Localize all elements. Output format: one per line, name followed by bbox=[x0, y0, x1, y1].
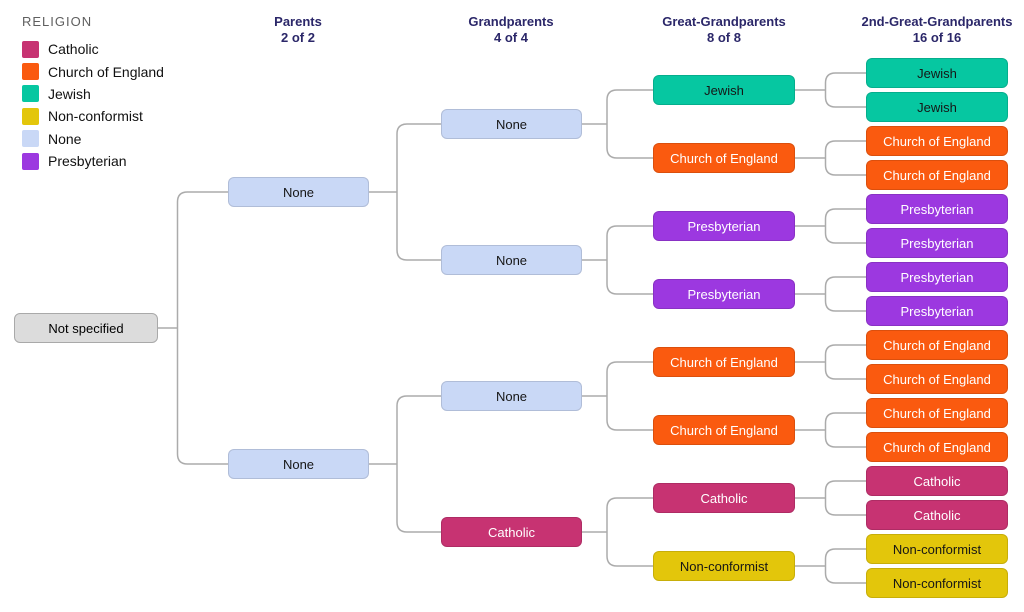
node-grandparents-4[interactable]: Catholic bbox=[441, 517, 582, 547]
legend-swatch bbox=[22, 85, 39, 103]
column-header-2nd-great-grandparents: 2nd-Great-Grandparents 16 of 16 bbox=[862, 14, 1013, 46]
connector-line bbox=[824, 72, 866, 108]
legend-item-none[interactable]: None bbox=[22, 128, 164, 150]
connector-line bbox=[824, 412, 866, 448]
legend-item-jewish[interactable]: Jewish bbox=[22, 83, 164, 105]
node-great-grandparents-6[interactable]: Church of England bbox=[653, 415, 795, 445]
connector-line bbox=[824, 276, 866, 312]
node-great-grandparents-8[interactable]: Non-conformist bbox=[653, 551, 795, 581]
node-second-great-grandparents-5[interactable]: Presbyterian bbox=[866, 194, 1008, 224]
column-title: 2nd-Great-Grandparents bbox=[861, 14, 1013, 29]
node-grandparents-2[interactable]: None bbox=[441, 245, 582, 275]
column-header-parents: Parents 2 of 2 bbox=[274, 14, 322, 46]
node-parents-1[interactable]: None bbox=[228, 177, 369, 207]
node-great-grandparents-4[interactable]: Presbyterian bbox=[653, 279, 795, 309]
connector-line bbox=[396, 395, 441, 533]
legend-swatch bbox=[22, 107, 39, 125]
node-second-great-grandparents-15[interactable]: Non-conformist bbox=[866, 534, 1008, 564]
node-second-great-grandparents-6[interactable]: Presbyterian bbox=[866, 228, 1008, 258]
column-title: Grandparents bbox=[468, 14, 554, 29]
connector-line bbox=[396, 123, 441, 261]
node-second-great-grandparents-1[interactable]: Jewish bbox=[866, 58, 1008, 88]
legend-label: Church of England bbox=[48, 63, 164, 80]
node-second-great-grandparents-11[interactable]: Church of England bbox=[866, 398, 1008, 428]
node-parents-2[interactable]: None bbox=[228, 449, 369, 479]
connector-line bbox=[606, 361, 653, 431]
node-root[interactable]: Not specified bbox=[14, 313, 158, 343]
connector-line bbox=[824, 480, 866, 516]
column-subtitle: 8 of 8 bbox=[707, 30, 741, 45]
node-great-grandparents-1[interactable]: Jewish bbox=[653, 75, 795, 105]
node-second-great-grandparents-4[interactable]: Church of England bbox=[866, 160, 1008, 190]
node-second-great-grandparents-16[interactable]: Non-conformist bbox=[866, 568, 1008, 598]
node-second-great-grandparents-13[interactable]: Catholic bbox=[866, 466, 1008, 496]
column-subtitle: 4 of 4 bbox=[494, 30, 528, 45]
legend-item-church-of-england[interactable]: Church of England bbox=[22, 60, 164, 82]
node-grandparents-3[interactable]: None bbox=[441, 381, 582, 411]
connector-line bbox=[824, 208, 866, 244]
connector-line bbox=[606, 225, 653, 295]
legend-label: Presbyterian bbox=[48, 153, 127, 170]
connector-line bbox=[824, 140, 866, 176]
connector-line bbox=[606, 497, 653, 567]
column-header-great-grandparents: Great-Grandparents 8 of 8 bbox=[662, 14, 786, 46]
legend-swatch bbox=[22, 63, 39, 81]
node-second-great-grandparents-7[interactable]: Presbyterian bbox=[866, 262, 1008, 292]
node-great-grandparents-7[interactable]: Catholic bbox=[653, 483, 795, 513]
node-second-great-grandparents-12[interactable]: Church of England bbox=[866, 432, 1008, 462]
column-header-grandparents: Grandparents 4 of 4 bbox=[468, 14, 553, 46]
connector-line bbox=[824, 548, 866, 584]
legend-label: Non-conformist bbox=[48, 108, 143, 125]
legend-label: Jewish bbox=[48, 85, 91, 102]
legend-item-non-conformist[interactable]: Non-conformist bbox=[22, 105, 164, 127]
legend-title: RELIGION bbox=[22, 14, 93, 29]
legend-swatch bbox=[22, 40, 39, 58]
legend-swatch bbox=[22, 130, 39, 148]
connector-line bbox=[176, 191, 228, 465]
node-great-grandparents-5[interactable]: Church of England bbox=[653, 347, 795, 377]
node-second-great-grandparents-9[interactable]: Church of England bbox=[866, 330, 1008, 360]
node-grandparents-1[interactable]: None bbox=[441, 109, 582, 139]
column-subtitle: 16 of 16 bbox=[912, 30, 962, 45]
column-subtitle: 2 of 2 bbox=[281, 30, 315, 45]
node-great-grandparents-3[interactable]: Presbyterian bbox=[653, 211, 795, 241]
node-second-great-grandparents-8[interactable]: Presbyterian bbox=[866, 296, 1008, 326]
node-second-great-grandparents-14[interactable]: Catholic bbox=[866, 500, 1008, 530]
legend-item-presbyterian[interactable]: Presbyterian bbox=[22, 150, 164, 172]
column-title: Great-Grandparents bbox=[662, 14, 786, 29]
legend-swatch bbox=[22, 152, 39, 170]
node-great-grandparents-2[interactable]: Church of England bbox=[653, 143, 795, 173]
connector-line bbox=[606, 89, 653, 159]
connector-line bbox=[824, 344, 866, 380]
node-second-great-grandparents-2[interactable]: Jewish bbox=[866, 92, 1008, 122]
node-second-great-grandparents-10[interactable]: Church of England bbox=[866, 364, 1008, 394]
column-title: Parents bbox=[274, 14, 322, 29]
node-second-great-grandparents-3[interactable]: Church of England bbox=[866, 126, 1008, 156]
legend-label: Catholic bbox=[48, 41, 99, 58]
legend-item-catholic[interactable]: Catholic bbox=[22, 38, 164, 60]
legend-label: None bbox=[48, 130, 82, 147]
